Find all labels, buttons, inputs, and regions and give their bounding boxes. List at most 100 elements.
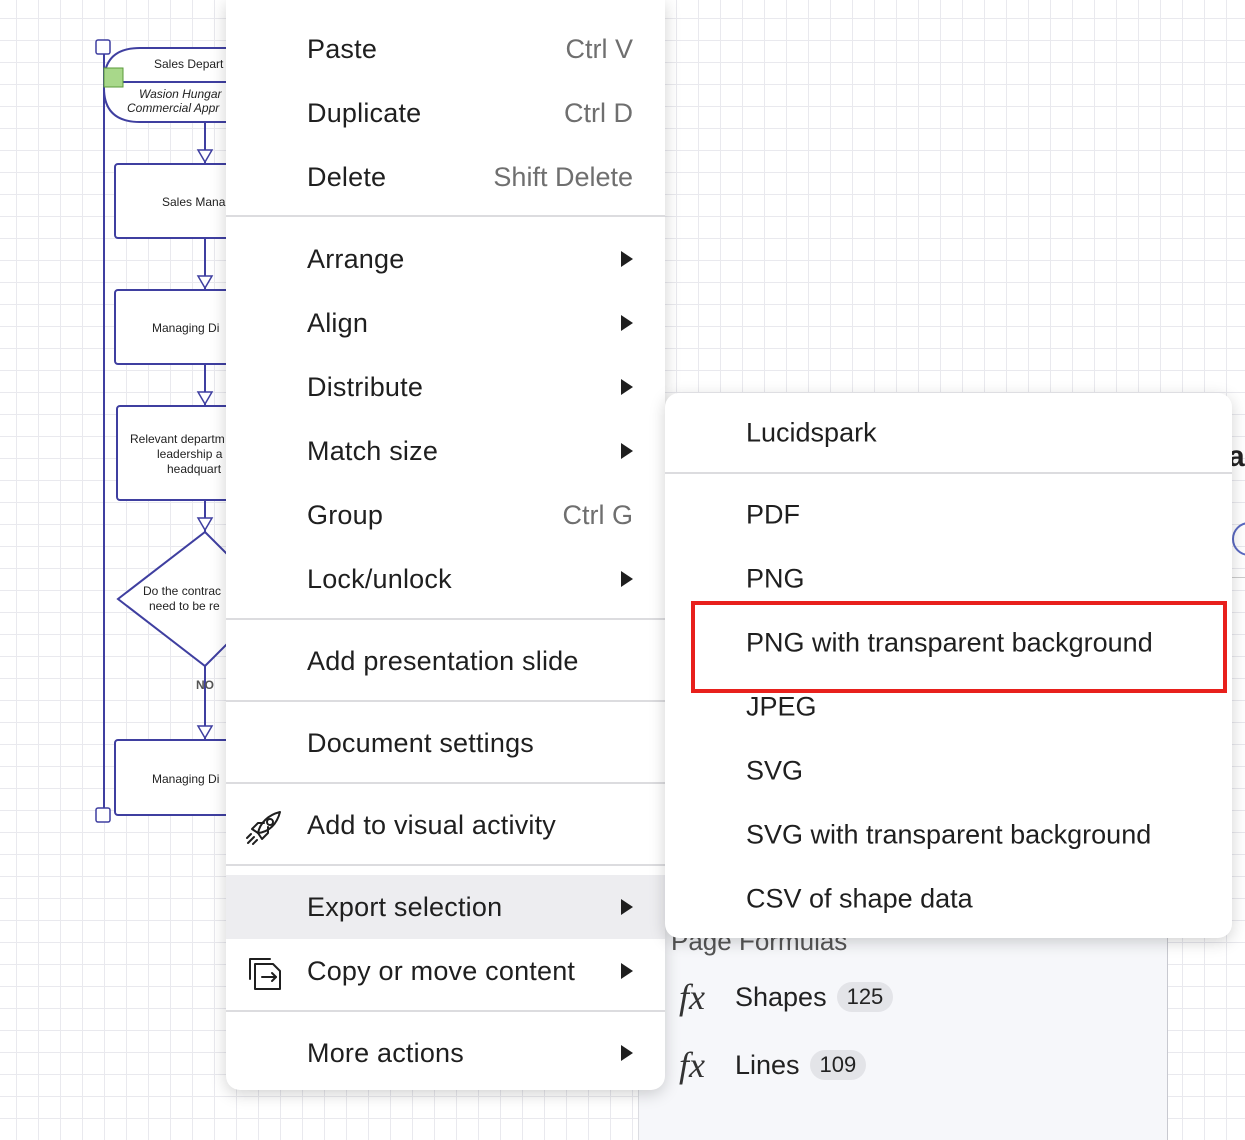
formula-row-shapes[interactable]: fx Shapes 125: [679, 976, 894, 1018]
menu-item-duplicate[interactable]: Duplicate Ctrl D: [226, 81, 665, 145]
menu-item-shortcut: Ctrl G: [562, 499, 634, 530]
menu-divider: [226, 700, 665, 702]
context-menu: Paste Ctrl V Duplicate Ctrl D Delete Shi…: [226, 0, 665, 1090]
menu-item-label: Paste: [307, 33, 378, 64]
rocket-icon: [246, 811, 281, 845]
menu-item-lock-unlock[interactable]: Lock/unlock: [226, 547, 665, 611]
submenu-arrow-icon: [621, 571, 633, 587]
export-submenu: Lucidspark PDF PNG PNG with transparent …: [665, 393, 1232, 938]
menu-item-label: Match size: [307, 435, 439, 466]
menu-item-delete[interactable]: Delete Shift Delete: [226, 145, 665, 209]
step3-line1-text: Relevant departm: [130, 432, 225, 446]
formula-name: Shapes: [735, 981, 827, 1012]
menu-item-label: Duplicate: [307, 97, 422, 128]
submenu-item-label: PNG: [746, 563, 805, 594]
menu-item-arrange[interactable]: Arrange: [226, 227, 665, 291]
submenu-arrow-icon: [621, 315, 633, 331]
submenu-item-label: PDF: [746, 499, 800, 530]
submenu-item-svg-transparent[interactable]: SVG with transparent background: [665, 803, 1232, 867]
submenu-item-lucidspark[interactable]: Lucidspark: [665, 401, 1232, 465]
submenu-item-csv[interactable]: CSV of shape data: [665, 867, 1232, 931]
selection-handle-top[interactable]: [95, 39, 111, 55]
menu-item-distribute[interactable]: Distribute: [226, 355, 665, 419]
formula-name: Lines: [735, 1049, 800, 1080]
menu-item-shortcut: Ctrl D: [564, 97, 633, 128]
submenu-item-png[interactable]: PNG: [665, 547, 1232, 611]
step3-line2-text: leadership a: [157, 447, 223, 461]
submenu-item-png-transparent[interactable]: PNG with transparent background: [665, 611, 1232, 675]
menu-divider: [226, 864, 665, 866]
menu-item-align[interactable]: Align: [226, 291, 665, 355]
menu-item-label: Distribute: [307, 371, 424, 402]
step2-text: Managing Di: [152, 321, 219, 335]
menu-divider: [226, 618, 665, 620]
submenu-item-jpeg[interactable]: JPEG: [665, 675, 1232, 739]
menu-item-document-settings[interactable]: Document settings: [226, 711, 665, 775]
decision-line2-text: need to be re: [149, 599, 220, 613]
menu-item-match-size[interactable]: Match size: [226, 419, 665, 483]
start-title-text: Sales Depart: [154, 57, 224, 71]
no-branch-label: NO: [196, 678, 214, 692]
submenu-item-label: JPEG: [746, 691, 817, 722]
submenu-item-label: Lucidspark: [746, 417, 877, 448]
flowchart-canvas[interactable]: Sales Depart Wasion Hungar Commercial Ap…: [0, 0, 260, 840]
step3-line3-text: headquart: [167, 462, 222, 476]
menu-item-group[interactable]: Group Ctrl G: [226, 483, 665, 547]
menu-item-label: Add presentation slide: [307, 645, 579, 676]
submenu-arrow-icon: [621, 899, 633, 915]
submenu-item-svg[interactable]: SVG: [665, 739, 1232, 803]
arrowhead-1: [196, 149, 214, 164]
edge-partial-text: a: [1228, 440, 1245, 473]
menu-item-label: Delete: [307, 161, 387, 192]
submenu-arrow-icon: [621, 1045, 633, 1061]
menu-item-more-actions[interactable]: More actions: [226, 1021, 665, 1085]
submenu-arrow-icon: [621, 443, 633, 459]
menu-divider: [226, 782, 665, 784]
arrowhead-3: [196, 391, 214, 406]
decision-line1-text: Do the contrac: [143, 584, 221, 598]
menu-item-export-selection[interactable]: Export selection: [226, 875, 665, 939]
submenu-arrow-icon: [621, 963, 633, 979]
arrowhead-4: [196, 517, 214, 532]
menu-item-shortcut: Shift Delete: [493, 161, 633, 192]
arrowhead-2: [196, 275, 214, 290]
menu-item-label: Group: [307, 499, 384, 530]
menu-item-label: Export selection: [307, 891, 503, 922]
formula-count-badge: 125: [836, 982, 894, 1012]
menu-item-paste[interactable]: Paste Ctrl V: [226, 17, 665, 81]
menu-item-label: Copy or move content: [307, 955, 576, 986]
arrowhead-5: [196, 725, 214, 740]
menu-item-shortcut: Ctrl V: [565, 33, 634, 64]
anchor-handle[interactable]: [103, 67, 124, 88]
menu-item-add-to-visual-activity[interactable]: Add to visual activity: [226, 793, 665, 857]
copy-move-icon: [249, 958, 281, 990]
selection-handle-bottom[interactable]: [95, 807, 111, 823]
menu-item-label: Document settings: [307, 727, 535, 758]
formula-row-lines[interactable]: fx Lines 109: [679, 1044, 867, 1086]
submenu-item-label: SVG: [746, 755, 804, 786]
menu-item-label: Align: [307, 307, 369, 338]
add-circle-icon[interactable]: [1232, 522, 1245, 556]
submenu-item-pdf[interactable]: PDF: [665, 483, 1232, 547]
menu-divider: [226, 215, 665, 217]
submenu-arrow-icon: [621, 251, 633, 267]
function-icon: fx: [679, 977, 705, 1017]
menu-item-label: Arrange: [307, 243, 405, 274]
highlight-annotation-box: [691, 601, 1227, 693]
start-line2-text: Commercial Appr: [127, 101, 220, 115]
menu-item-label: Lock/unlock: [307, 563, 452, 594]
submenu-item-label: PNG with transparent background: [746, 627, 1153, 658]
menu-divider: [226, 1010, 665, 1012]
submenu-item-label: CSV of shape data: [746, 883, 973, 914]
start-line1-text: Wasion Hungar: [139, 87, 222, 101]
submenu-arrow-icon: [621, 379, 633, 395]
menu-item-copy-or-move-content[interactable]: Copy or move content: [226, 939, 665, 1003]
page-formulas-panel: Page Formulas fx Shapes 125 fx Lines 109: [638, 900, 1168, 1140]
function-icon: fx: [679, 1045, 705, 1085]
menu-item-label: More actions: [307, 1037, 464, 1068]
menu-item-label: Add to visual activity: [307, 809, 557, 840]
edge-divider: [1232, 577, 1245, 578]
formula-count-badge: 109: [809, 1050, 867, 1080]
menu-item-add-presentation-slide[interactable]: Add presentation slide: [226, 629, 665, 693]
submenu-divider: [665, 472, 1232, 474]
